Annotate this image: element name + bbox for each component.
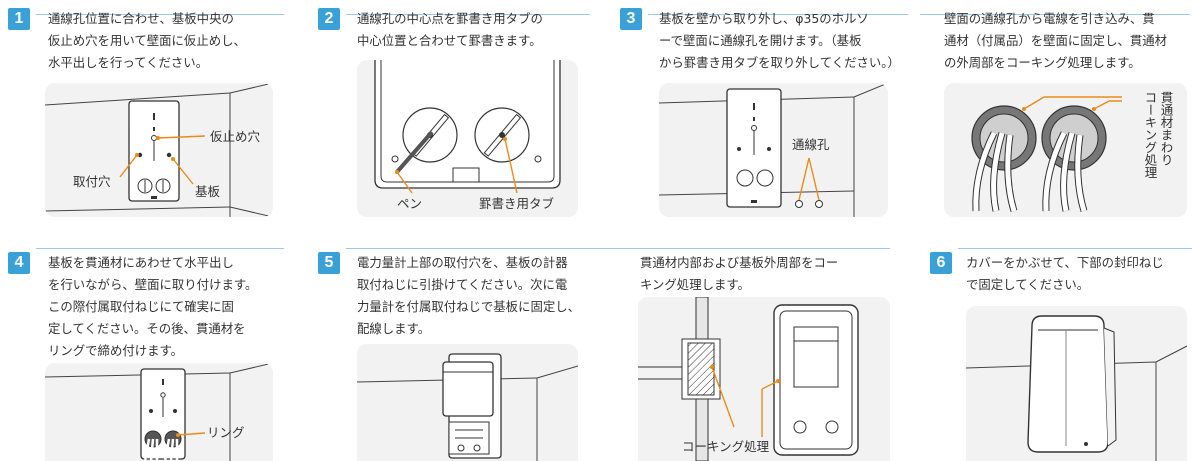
step-1-text: 通線孔位置に合わせ、基板中央の 仮止め穴を用いて壁面に仮止めし、 水平出しを行っ… (48, 8, 246, 74)
step-3-line-2: ーで壁面に通線孔を開けます。（基板 (659, 33, 862, 48)
step-5b-line-1: 貫通材内部および基板外周部をコー (640, 255, 839, 270)
step-3-illustration: 通線孔 (659, 83, 888, 217)
step-3-line-3: から罫書き用タブを取り外してください。） (659, 55, 900, 70)
step-1-number: 1 (8, 8, 30, 30)
step-5-line-2: 取付ねじに引掛けてください。次に電 (357, 277, 568, 292)
step-6-line-2: で固定してください。 (966, 277, 1090, 292)
step-5-rule (346, 248, 890, 249)
step-3b-text: 壁面の通線孔から電線を引き込み、貫 通材（付属品）を壁面に固定し、貫通材 の外周… (944, 8, 1167, 74)
step-6-text: カバーをかぶせて、下部の封印ねじ で固定してください。 (966, 252, 1164, 296)
step-1-illustration: 仮止め穴 取付穴 基板 (45, 83, 273, 217)
step-2-rule (346, 14, 590, 15)
label-pen: ペン (397, 196, 422, 211)
step-6-number: 6 (930, 252, 952, 274)
step-2-line-2: 中心位置と合わせて罫書きます。 (357, 33, 542, 48)
step-4-line-1: 基板を貫通材にあわせて水平出し (48, 255, 234, 270)
step-6-line-1: カバーをかぶせて、下部の封印ねじ (966, 255, 1164, 270)
step-5-line-3: 力量計を付属取付ねじで基板に固定し、 (357, 299, 581, 314)
step-2-line-1: 通線孔の中心点を罫書き用タブの (357, 11, 543, 26)
step-4-line-5: リングで締め付けます。 (48, 343, 184, 358)
step-5-number: 5 (318, 252, 340, 274)
label-marking-tab: 罫書き用タブ (479, 196, 555, 211)
label-base-plate: 基板 (195, 184, 221, 199)
step-3b-line-3: の外周部をコーキング処理します。 (944, 55, 1141, 70)
step-3-rule (648, 14, 908, 15)
step-2-text: 通線孔の中心点を罫書き用タブの 中心位置と合わせて罫書きます。 (357, 8, 543, 52)
step-1-line-2: 仮止め穴を用いて壁面に仮止めし、 (48, 33, 246, 48)
step-4-number: 4 (8, 252, 30, 274)
step-4-text: 基板を貫通材にあわせて水平出し を行いながら、壁面に取り付けます。 この際付属取… (48, 252, 257, 362)
step-6-rule (958, 248, 1192, 249)
step-5-line-1: 電力量計上部の取付穴を、基板の計器 (357, 255, 568, 270)
step-3b-illustration: 貫通材まわり コーキング処理 (944, 83, 1187, 217)
label-caulk-around: 貫通材まわり (1159, 91, 1174, 166)
step-3b-rule (920, 14, 1190, 15)
label-wiring-hole: 通線孔 (792, 137, 830, 152)
label-caulk-process: コーキング処理 (1143, 91, 1158, 179)
label-caulking: コーキング処理 (682, 439, 770, 454)
step-3-number: 3 (620, 8, 642, 30)
step-4-rule (36, 248, 284, 249)
label-tack-hole: 仮止め穴 (210, 129, 261, 144)
step-5-line-4: 配線します。 (357, 321, 431, 336)
step-3-line-1: 基板を壁から取り外し、φ35のホルソ (659, 11, 869, 26)
step-3b-line-1: 壁面の通線孔から電線を引き込み、貫 (944, 11, 1155, 26)
step-3-text: 基板を壁から取り外し、φ35のホルソ ーで壁面に通線孔を開けます。（基板 から罫… (659, 8, 900, 74)
step-4-line-2: を行いながら、壁面に取り付けます。 (48, 277, 258, 292)
step-4-line-3: この際付属取付ねじにて確実に固 (48, 299, 234, 314)
step-1-rule (36, 14, 284, 15)
step-5b-text: 貫通材内部および基板外周部をコー キング処理します。 (640, 252, 838, 296)
step-2-illustration: ペン 罫書き用タブ (357, 60, 578, 217)
step-4-line-4: 定してください。その後、貫通材を (48, 321, 246, 336)
step-4-illustration: リング (45, 363, 273, 461)
step-5-text: 電力量計上部の取付穴を、基板の計器 取付ねじに引掛けてください。次に電 力量計を… (357, 252, 580, 340)
step-2-number: 2 (318, 8, 340, 30)
step-5-illustration (357, 344, 578, 461)
step-3b-line-2: 通材（付属品）を壁面に固定し、貫通材 (944, 33, 1168, 48)
step-5b-line-2: キング処理します。 (640, 277, 750, 292)
label-mount-hole: 取付穴 (73, 174, 111, 189)
step-5b-illustration: コーキング処理 (638, 297, 890, 461)
label-ring: リング (207, 425, 245, 440)
step-1-line-1: 通線孔位置に合わせ、基板中央の (48, 11, 234, 26)
step-1-line-3: 水平出しを行ってください。 (48, 55, 209, 70)
step-6-illustration (966, 306, 1187, 461)
